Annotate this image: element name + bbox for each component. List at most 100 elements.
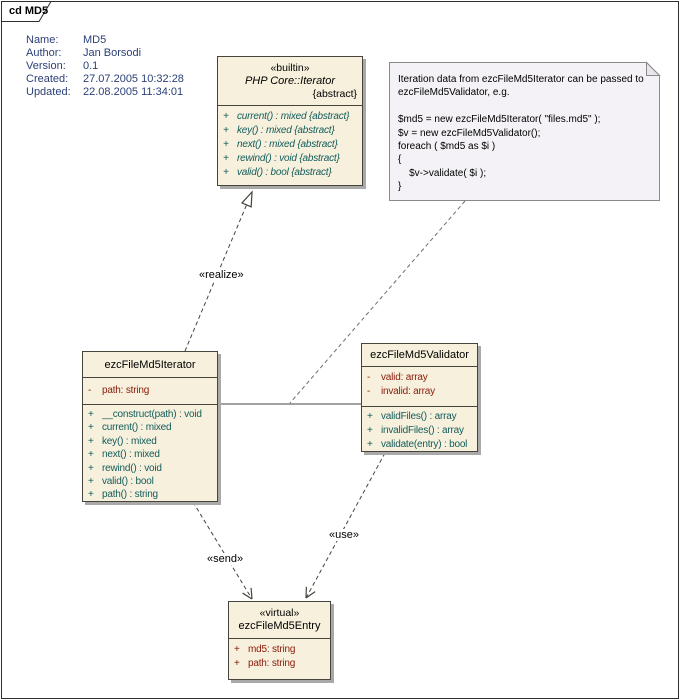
diagram-metadata: Name: MD5 Author: Jan Borsodi Version: 0… (26, 34, 184, 99)
note-line: ezcFileMd5Validator, e.g. (398, 87, 510, 99)
class-abstract-tag: {abstract} (312, 88, 357, 100)
method-row: + next() : mixed (83, 448, 217, 461)
visibility: - (367, 386, 371, 397)
attribute-row: - invalid: array (362, 385, 477, 399)
visibility: + (88, 489, 94, 501)
note-line: } (398, 181, 402, 193)
class-header: «virtual» ezcFileMd5Entry (229, 602, 330, 638)
visibility: + (223, 111, 229, 122)
visibility: + (88, 462, 94, 474)
class-name: ezcFileMd5Validator (370, 349, 469, 361)
signature: rewind() : void (102, 462, 162, 474)
class-ezcfilemd5entry[interactable]: «virtual» ezcFileMd5Entry + md5: string … (228, 601, 331, 680)
class-name: ezcFileMd5Iterator (104, 359, 196, 371)
class-ezcfilemd5iterator[interactable]: ezcFileMd5Iterator - path: string + __co… (82, 351, 218, 502)
note-anchor-connector[interactable] (289, 200, 466, 404)
visibility: + (88, 476, 94, 488)
use-connector-label: «use» (328, 529, 360, 541)
signature: path: string (248, 658, 296, 669)
visibility: + (367, 439, 373, 450)
signature: valid() : bool {abstract} (237, 167, 332, 178)
class-name: ezcFileMd5Entry (238, 620, 321, 632)
signature: path: string (102, 385, 150, 396)
visibility: - (367, 372, 371, 383)
signature: rewind() : void {abstract} (237, 153, 340, 164)
class-php-core-iterator[interactable]: «builtin» PHP Core::Iterator {abstract} … (217, 56, 363, 186)
attributes-compartment: - path: string (83, 377, 217, 404)
methods-compartment: + current() : mixed {abstract} + key() :… (218, 105, 362, 185)
attribute-row: - path: string (83, 384, 217, 398)
class-ezcfilemd5validator[interactable]: ezcFileMd5Validator - valid: array - inv… (361, 343, 478, 452)
signature: current() : mixed {abstract} (237, 111, 350, 122)
method-row: + valid() : bool {abstract} (218, 166, 362, 180)
attributes-compartment: - valid: array - invalid: array (362, 366, 477, 406)
metadata-label: Version: (26, 60, 66, 72)
visibility: + (88, 449, 94, 461)
class-header: ezcFileMd5Validator (362, 344, 477, 366)
send-dependency-connector[interactable] (192, 501, 253, 600)
metadata-value: Jan Borsodi (83, 47, 142, 59)
method-row: + current() : mixed (83, 421, 217, 434)
method-row: + validate(entry) : bool (362, 438, 477, 452)
signature: key() : mixed (102, 435, 157, 447)
note-line: $v = new ezcFileMd5Validator(); (398, 127, 541, 139)
note-line: $v->validate( $i ); (398, 167, 487, 179)
metadata-value: 27.07.2005 10:32:28 (83, 73, 184, 85)
note-fold-corner-icon (646, 61, 661, 76)
metadata-label: Created: (26, 73, 69, 85)
attribute-row: + md5: string (229, 643, 330, 657)
use-dependency-connector[interactable] (305, 452, 386, 599)
method-row: + next() : mixed {abstract} (218, 138, 362, 152)
signature: valid: array (381, 372, 428, 383)
method-row: + key() : mixed {abstract} (218, 124, 362, 138)
signature: invalidFiles() : array (381, 425, 464, 436)
visibility: + (234, 658, 240, 669)
visibility: + (88, 435, 94, 447)
frame-label: cd MD5 (9, 5, 49, 17)
signature: next() : mixed {abstract} (237, 139, 338, 150)
visibility: + (223, 167, 229, 178)
signature: invalid: array (381, 386, 435, 397)
metadata-value: 0.1 (83, 60, 99, 72)
signature: md5: string (248, 644, 296, 655)
metadata-value: MD5 (83, 34, 107, 46)
note-line: { (398, 154, 402, 166)
metadata-value: 22.08.2005 11:34:01 (83, 86, 184, 98)
realize-connector-label: «realize» (198, 269, 245, 281)
class-header: «builtin» PHP Core::Iterator {abstract} (218, 57, 362, 105)
signature: path() : string (102, 489, 158, 501)
attributes-compartment: + md5: string + path: string (229, 638, 330, 679)
visibility: + (367, 411, 373, 422)
visibility: + (223, 139, 229, 150)
method-row: + invalidFiles() : array (362, 424, 477, 438)
signature: next() : mixed (102, 449, 160, 461)
class-header: ezcFileMd5Iterator (83, 352, 217, 377)
signature: __construct(path) : void (102, 409, 202, 420)
note-text: Iteration data from ezcFileMd5Iterator c… (398, 73, 654, 194)
class-stereotype: «builtin» (270, 62, 310, 74)
note-line: foreach ( $md5 as $i ) (398, 141, 496, 153)
visibility: + (88, 422, 94, 434)
attribute-row: - valid: array (362, 371, 477, 385)
method-row: + key() : mixed (83, 435, 217, 448)
note-shape[interactable] (389, 62, 660, 201)
metadata-label: Name: (26, 34, 59, 46)
visibility: + (223, 153, 229, 164)
visibility: + (367, 425, 373, 436)
visibility: + (234, 644, 240, 655)
method-row: + rewind() : void {abstract} (218, 152, 362, 166)
class-name: PHP Core::Iterator (244, 75, 336, 87)
method-row: + path() : string (83, 488, 217, 501)
send-connector-label: «send» (206, 553, 245, 565)
method-row: + rewind() : void (83, 462, 217, 475)
diagram-frame-tab (1, 0, 52, 22)
signature: validFiles() : array (381, 411, 457, 422)
methods-compartment: + __construct(path) : void + current() :… (83, 404, 217, 501)
method-row: + current() : mixed {abstract} (218, 110, 362, 124)
note-line: Iteration data from ezcFileMd5Iterator c… (398, 74, 644, 85)
signature: valid() : bool (102, 476, 154, 488)
class-stereotype: «virtual» (259, 607, 300, 619)
